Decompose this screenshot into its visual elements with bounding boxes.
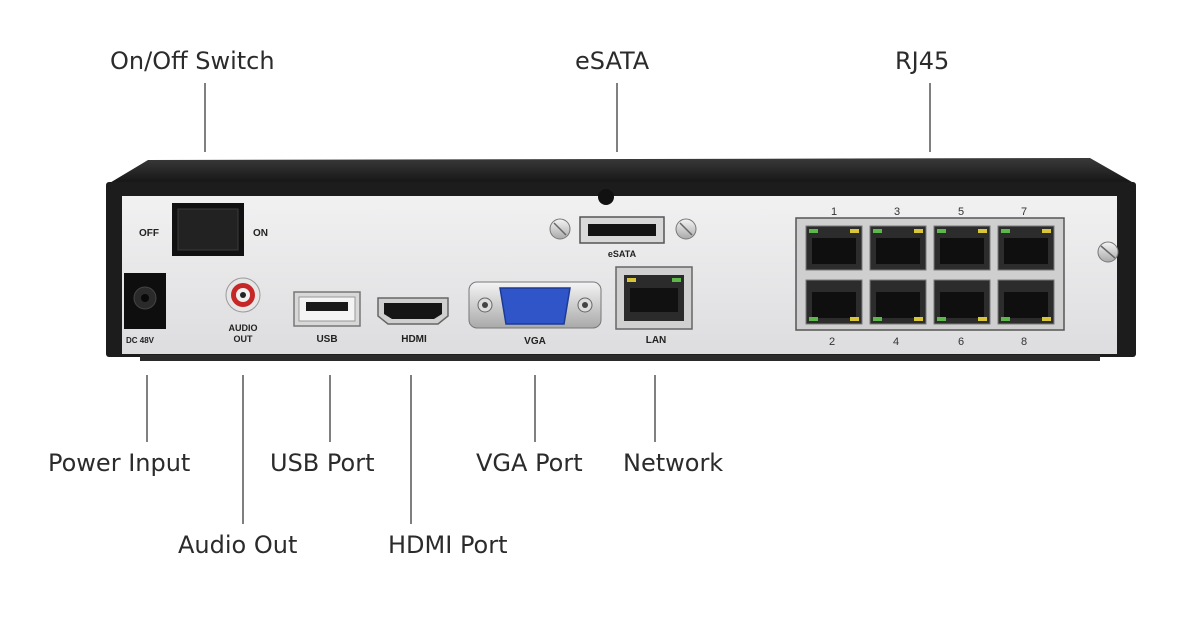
lan-port[interactable] [615, 266, 693, 330]
chassis-bottom [140, 355, 1100, 361]
audio-label-line1: AUDIO [229, 323, 258, 333]
rj45-number-2: 2 [829, 336, 835, 348]
rj45-port-1[interactable] [805, 225, 863, 271]
leader-lines [146, 83, 931, 524]
off-label: OFF [139, 228, 159, 239]
rj45-top-numbers: 1 3 5 7 [831, 206, 1027, 218]
rj45-port-8[interactable] [997, 279, 1055, 325]
side-screw [1097, 241, 1119, 263]
esata-label: eSATA [608, 249, 637, 259]
vga-port-callout: VGA Port [476, 449, 583, 477]
rj45-number-6: 6 [958, 336, 964, 348]
usb-port[interactable] [293, 291, 361, 327]
audio-label-line2: OUT [234, 334, 254, 344]
power-switch[interactable] [172, 203, 244, 256]
rj45-port-5[interactable] [933, 225, 991, 271]
audio-out-callout: Audio Out [178, 531, 298, 559]
rj45-number-4: 4 [893, 336, 899, 348]
rj45-number-3: 3 [894, 206, 900, 218]
hdmi-label: HDMI [401, 334, 427, 345]
rj45-number-8: 8 [1021, 336, 1027, 348]
rj45-callout: RJ45 [895, 47, 950, 75]
rj45-number-5: 5 [958, 206, 964, 218]
rj45-bottom-numbers: 2 4 6 8 [829, 336, 1027, 348]
dc-power-jack[interactable] [124, 273, 166, 329]
usb-label: USB [316, 334, 337, 345]
lan-label: LAN [646, 335, 667, 346]
rj45-port-2[interactable] [805, 279, 863, 325]
esata-callout: eSATA [575, 47, 650, 75]
audio-jack[interactable] [225, 277, 261, 313]
rj45-port-7[interactable] [997, 225, 1055, 271]
usb-port-callout: USB Port [270, 449, 375, 477]
chassis-top [108, 158, 1132, 184]
rj45-port-group [805, 225, 1055, 325]
power-input-callout: Power Input [48, 449, 191, 477]
on-label: ON [253, 228, 268, 239]
vga-label: VGA [524, 336, 546, 347]
vga-port[interactable] [468, 281, 602, 329]
esata-port[interactable] [549, 189, 697, 244]
rj45-port-3[interactable] [869, 225, 927, 271]
hdmi-port[interactable] [377, 297, 449, 325]
on-off-switch-callout: On/Off Switch [110, 47, 275, 75]
rj45-port-6[interactable] [933, 279, 991, 325]
rj45-port-4[interactable] [869, 279, 927, 325]
hdmi-port-callout: HDMI Port [388, 531, 508, 559]
rj45-block [795, 217, 1065, 331]
network-callout: Network [623, 449, 724, 477]
dc-label: DC 48V [126, 336, 155, 345]
rj45-number-7: 7 [1021, 206, 1027, 218]
rj45-number-1: 1 [831, 206, 837, 218]
